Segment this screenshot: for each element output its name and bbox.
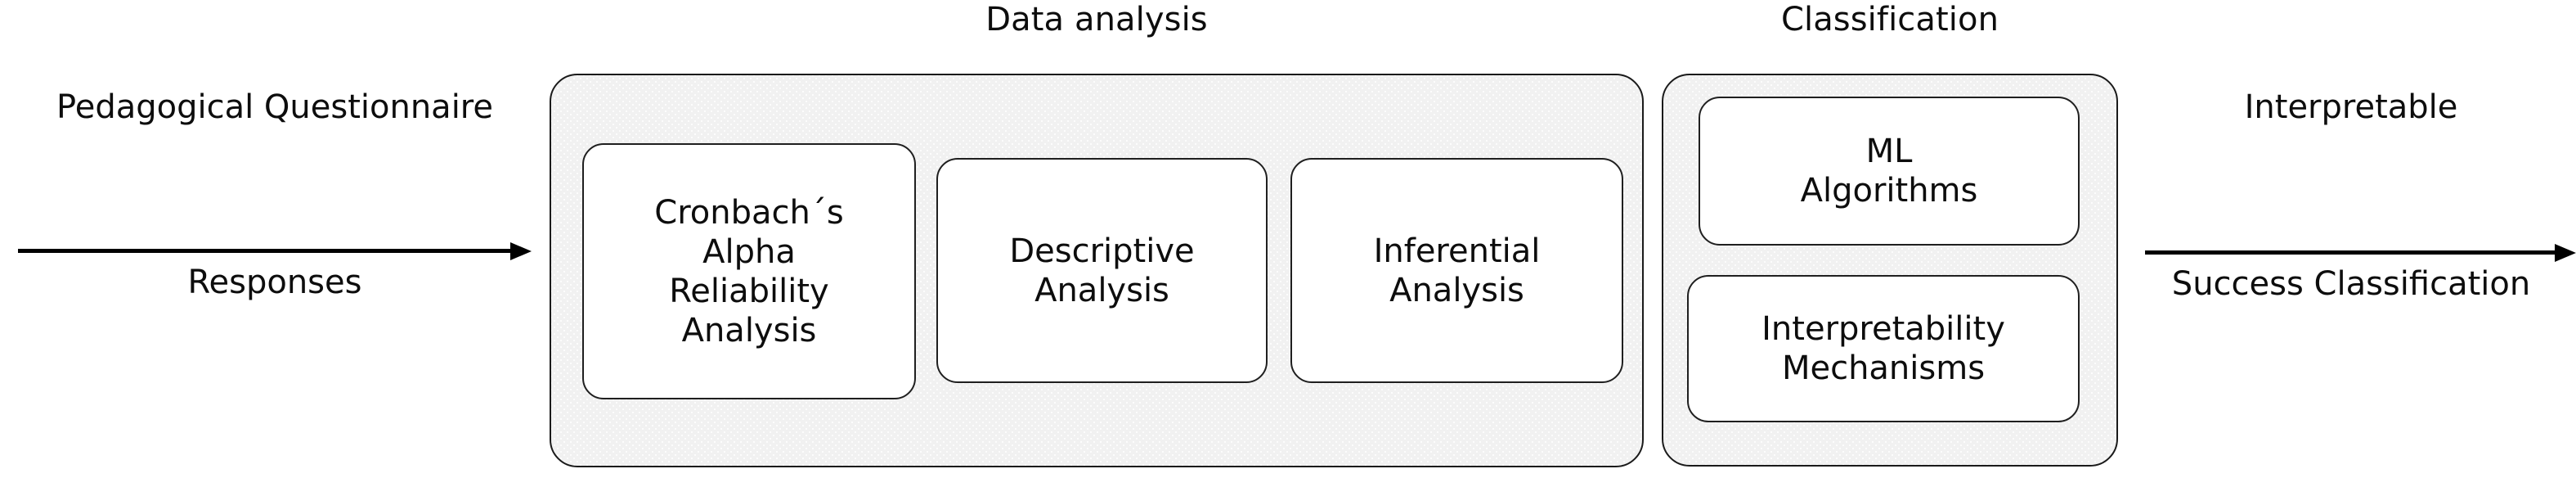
arrow-right-icon-input — [18, 242, 532, 260]
node-label: Cronbach´s Alpha Reliability Analysis — [654, 193, 844, 349]
node-label: Interpretability Mechanisms — [1761, 310, 2005, 387]
arrow-shaft — [18, 249, 512, 253]
arrow-right-icon-output — [2145, 244, 2576, 262]
node-cronbach-alpha-reliability-analysis[interactable]: Cronbach´s Alpha Reliability Analysis — [582, 143, 916, 399]
input-flow-label-line2: Responses — [187, 264, 362, 301]
group-label-classification: Classification — [1780, 1, 1999, 38]
node-ml-algorithms[interactable]: ML Algorithms — [1699, 97, 2080, 246]
node-label: Inferential Analysis — [1373, 232, 1541, 309]
output-flow-label-line1: Interpretable — [2244, 88, 2458, 126]
arrow-shaft — [2145, 250, 2556, 255]
output-flow-label-line2: Success Classification — [2171, 265, 2531, 303]
arrow-head — [510, 242, 532, 260]
node-interpretability-mechanisms[interactable]: Interpretability Mechanisms — [1687, 275, 2080, 422]
node-descriptive-analysis[interactable]: Descriptive Analysis — [936, 158, 1268, 383]
node-label: Descriptive Analysis — [1009, 232, 1195, 309]
node-label: ML Algorithms — [1800, 133, 1978, 210]
arrow-head — [2555, 244, 2576, 262]
input-flow-label-line1: Pedagogical Questionnaire — [56, 88, 493, 126]
group-label-data-analysis: Data analysis — [985, 1, 1208, 38]
node-inferential-analysis[interactable]: Inferential Analysis — [1290, 158, 1623, 383]
